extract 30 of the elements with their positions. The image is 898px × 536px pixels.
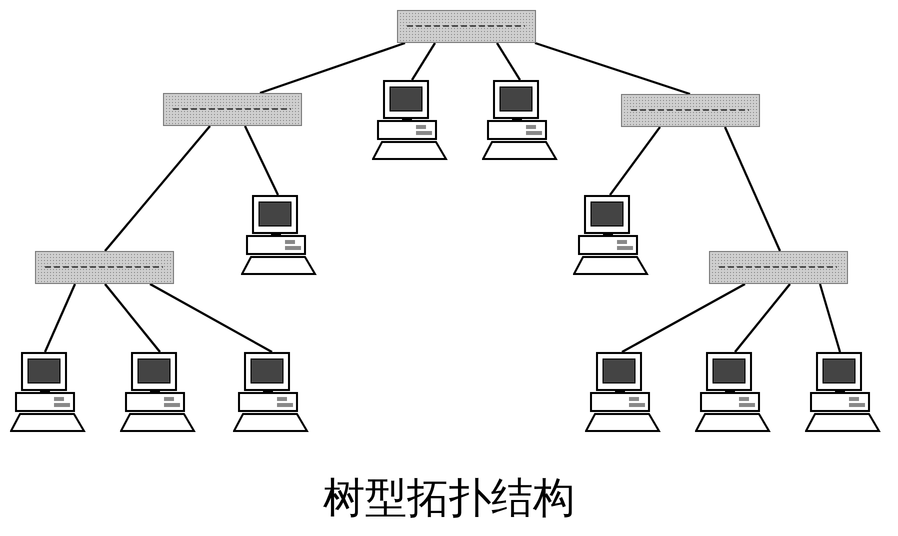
connection-line <box>244 126 279 196</box>
diagram-title: 树型拓扑结构 <box>323 472 575 524</box>
connection-line <box>734 283 791 353</box>
computer-drawing <box>482 80 558 162</box>
connection-line <box>496 42 521 81</box>
connection-line <box>260 42 406 94</box>
network-switch <box>709 251 848 284</box>
network-switch <box>35 251 174 284</box>
computer-drawing <box>233 352 309 434</box>
computer-drawing <box>120 352 196 434</box>
computer-drawing <box>372 80 448 162</box>
computer-drawing <box>241 195 317 277</box>
computer-drawing <box>10 352 86 434</box>
computer-drawing <box>585 352 661 434</box>
connection-line <box>621 283 746 353</box>
computer-drawing <box>695 352 771 434</box>
network-switch <box>163 93 302 126</box>
connection-line <box>104 125 211 252</box>
connection-line <box>609 126 661 196</box>
connection-line <box>818 284 842 352</box>
connection-line <box>534 42 690 96</box>
connection-line <box>104 283 161 353</box>
connection-line <box>44 284 76 352</box>
connection-line <box>411 42 436 81</box>
network-switch <box>621 94 760 127</box>
connection-line <box>724 126 781 252</box>
network-switch <box>397 10 536 43</box>
computer-drawing <box>573 195 649 277</box>
connection-line <box>149 283 273 353</box>
computer-drawing <box>805 352 881 434</box>
